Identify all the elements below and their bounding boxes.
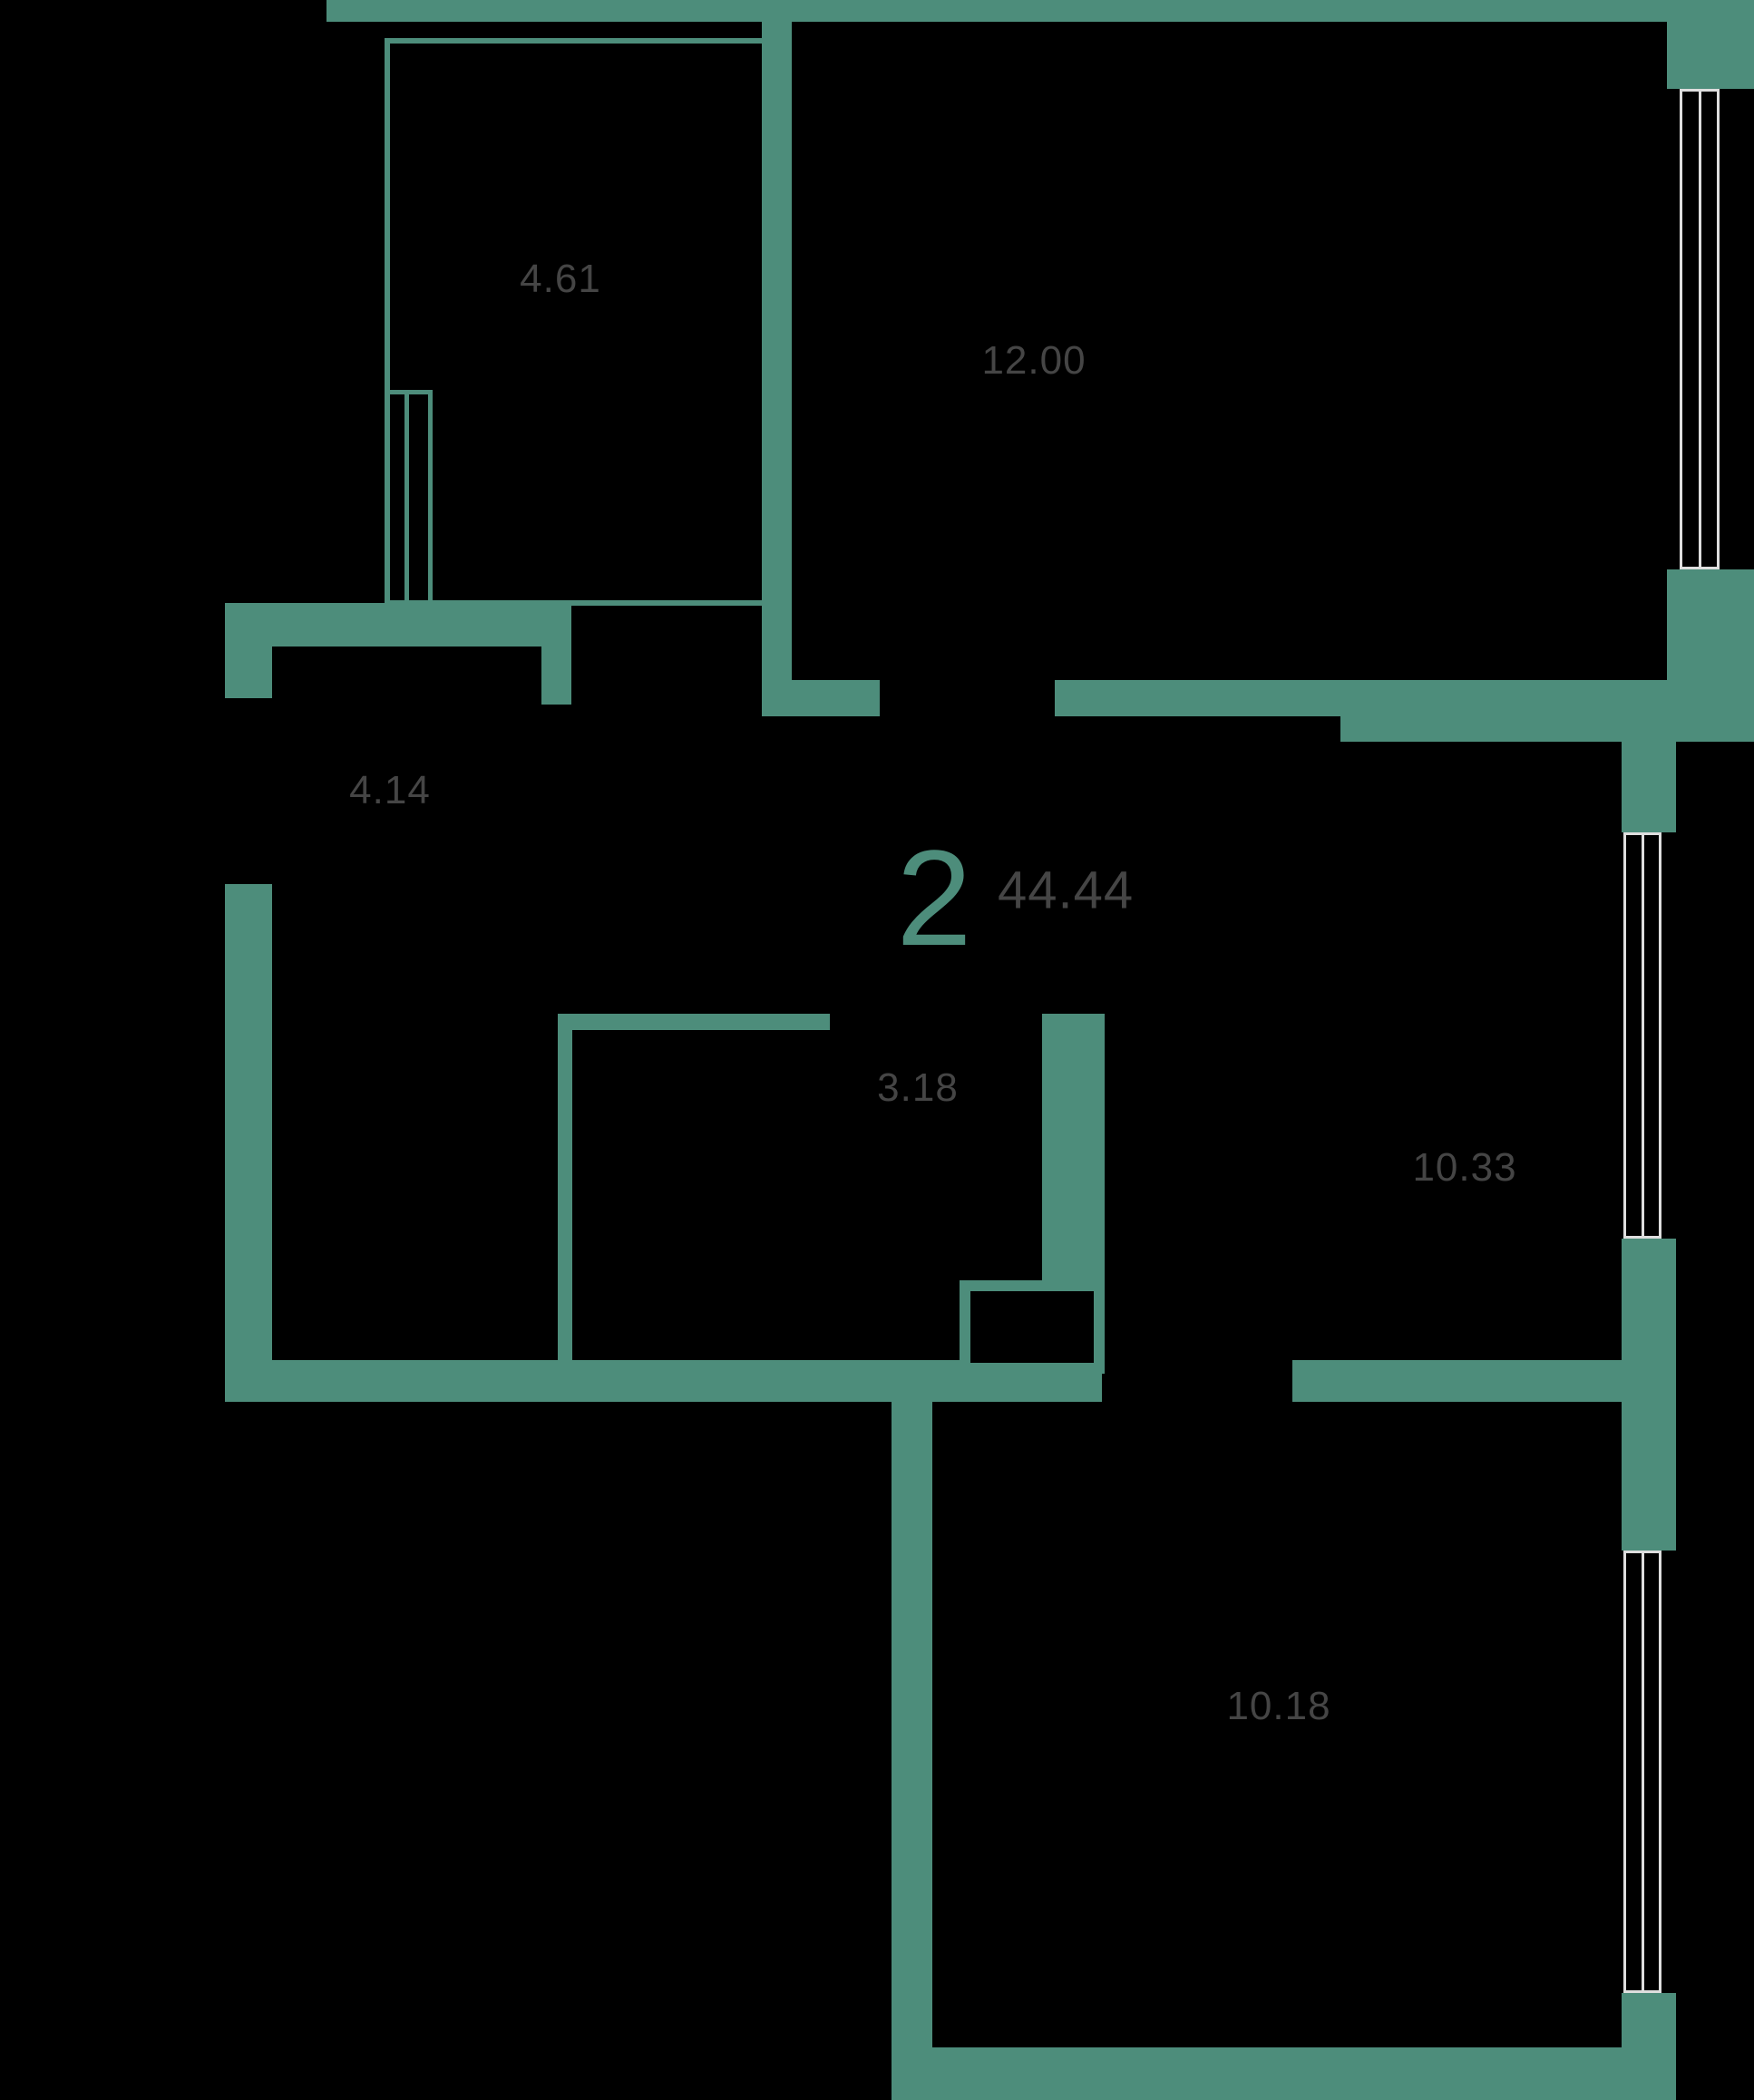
room-area-label-hall: 4.14	[349, 768, 431, 812]
partition-storage-top	[385, 38, 765, 44]
window-mullion	[1641, 835, 1644, 1236]
wall-right-lower-b	[1622, 1239, 1676, 1551]
room-area-label-bedroom-bottom: 10.18	[1226, 1684, 1331, 1728]
wall-bottom	[932, 2047, 1676, 2100]
room-area-label-bath: 3.18	[877, 1065, 959, 1110]
wall-mid-band-right	[1292, 1360, 1622, 1402]
window-mid-right	[1623, 832, 1661, 1239]
wall-stub-hall	[541, 603, 571, 705]
window-top-right	[1680, 89, 1720, 569]
partition-bath-top	[558, 1014, 830, 1030]
wall-top-right-corner	[1667, 0, 1754, 89]
wall-bottom-room-left	[892, 1371, 932, 2100]
wall-band-top-left	[225, 603, 571, 647]
rooms-count-number: 2	[896, 822, 972, 974]
window-mullion	[1698, 92, 1701, 567]
wall-living-bottom-left	[762, 680, 880, 716]
wall-bath-right	[1042, 1014, 1105, 1283]
shaft-divider	[404, 390, 409, 606]
wall-band-right	[1340, 680, 1754, 742]
wall-top	[326, 0, 1667, 22]
wall-living-bottom-mid	[1055, 680, 1347, 716]
shaft-box	[385, 390, 433, 606]
wall-right-lower-a	[1622, 742, 1676, 832]
wall-right-upper	[1667, 569, 1754, 682]
partition-bath-left	[558, 1014, 572, 1367]
duct-box	[960, 1280, 1105, 1374]
room-area-label-storage: 4.61	[520, 257, 601, 301]
wall-center-vertical	[762, 22, 792, 716]
room-area-label-bedroom-right: 10.33	[1412, 1145, 1517, 1190]
wall-mid-band-left	[225, 1360, 1102, 1402]
partition-storage-left	[385, 38, 390, 606]
window-mullion	[1641, 1553, 1644, 1990]
total-area-label: 44.44	[998, 860, 1135, 920]
partition-storage-bottom	[385, 600, 765, 606]
wall-left-lower	[225, 884, 272, 1401]
window-bottom-right	[1623, 1551, 1661, 1993]
room-area-label-living: 12.00	[981, 338, 1087, 383]
